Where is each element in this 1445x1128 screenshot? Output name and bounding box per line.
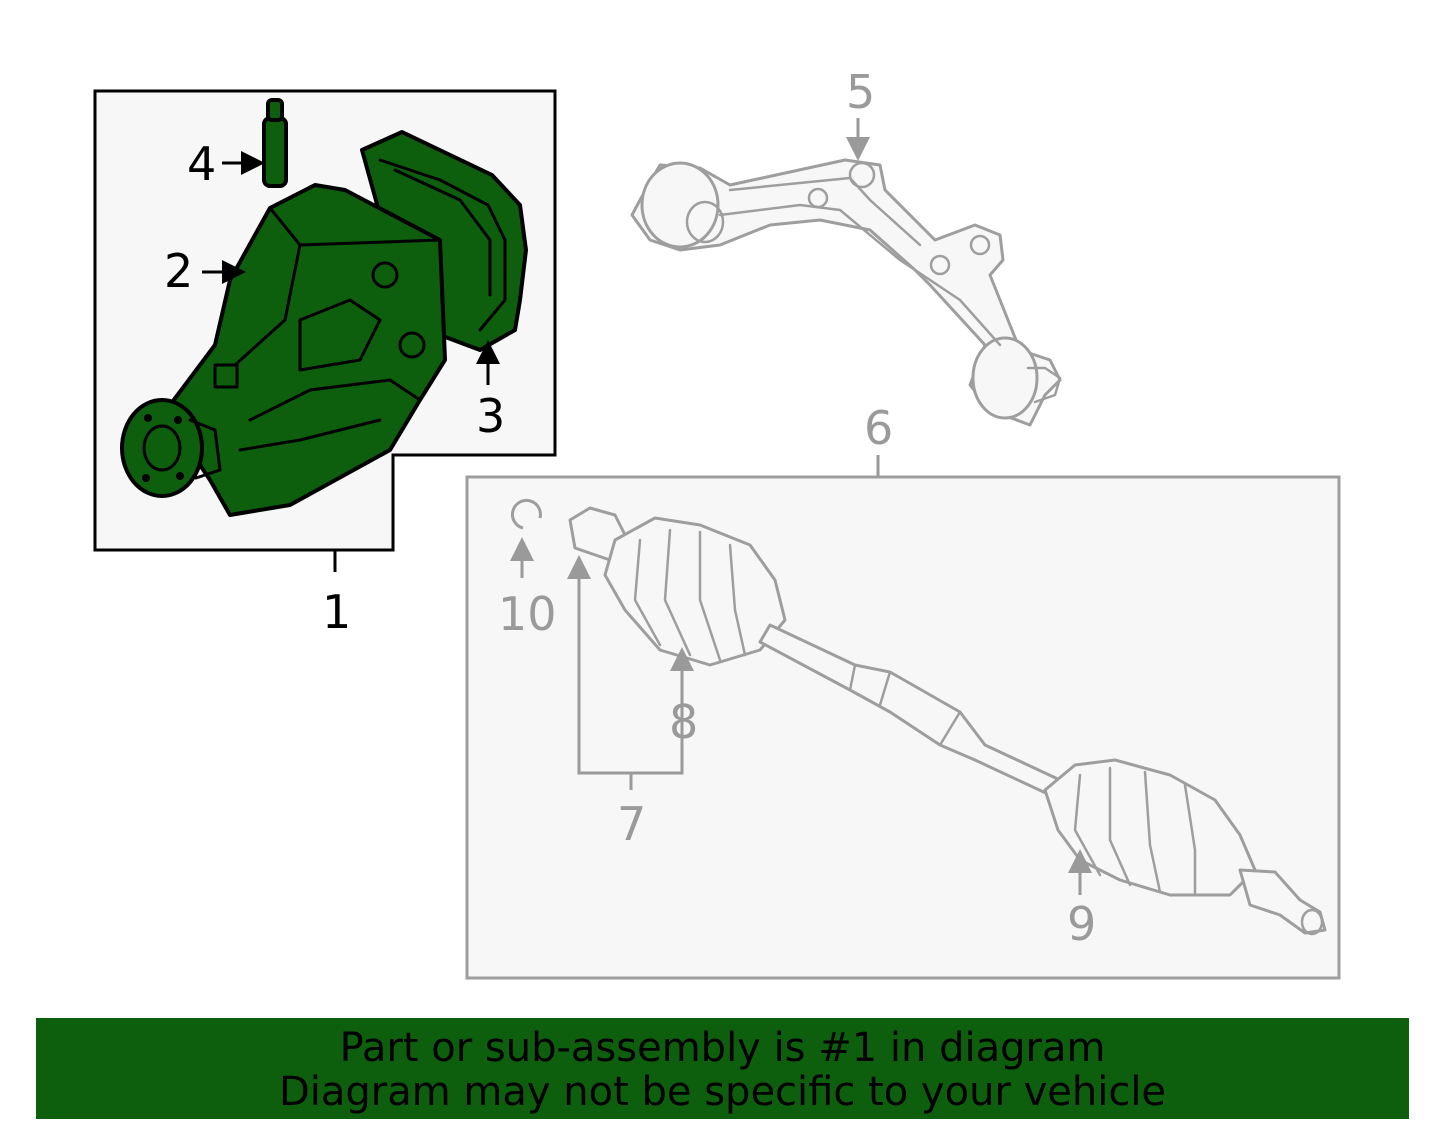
callout-4[interactable]: 4: [187, 137, 216, 191]
crossmember-part-5[interactable]: [630, 158, 1062, 427]
callout-3[interactable]: 3: [476, 389, 505, 443]
callout-1[interactable]: 1: [322, 585, 351, 639]
callout-8[interactable]: 8: [669, 695, 698, 749]
callout-10[interactable]: 10: [498, 587, 557, 641]
callout-9[interactable]: 9: [1067, 897, 1096, 951]
axle-shaft-part-6[interactable]: [568, 506, 1327, 936]
callout-6[interactable]: 6: [864, 401, 893, 455]
banner-line-1: Part or sub-assembly is #1 in diagram: [339, 1025, 1106, 1071]
banner-line-2: Diagram may not be specific to your vehi…: [278, 1069, 1167, 1115]
breather-part-4[interactable]: [262, 98, 288, 188]
callout-7[interactable]: 7: [617, 797, 646, 851]
callout-2[interactable]: 2: [164, 244, 193, 298]
notice-banner: Part or sub-assembly is #1 in diagram Di…: [36, 1018, 1409, 1119]
circlip-part-10[interactable]: [510, 499, 542, 530]
callout-5[interactable]: 5: [846, 65, 875, 119]
